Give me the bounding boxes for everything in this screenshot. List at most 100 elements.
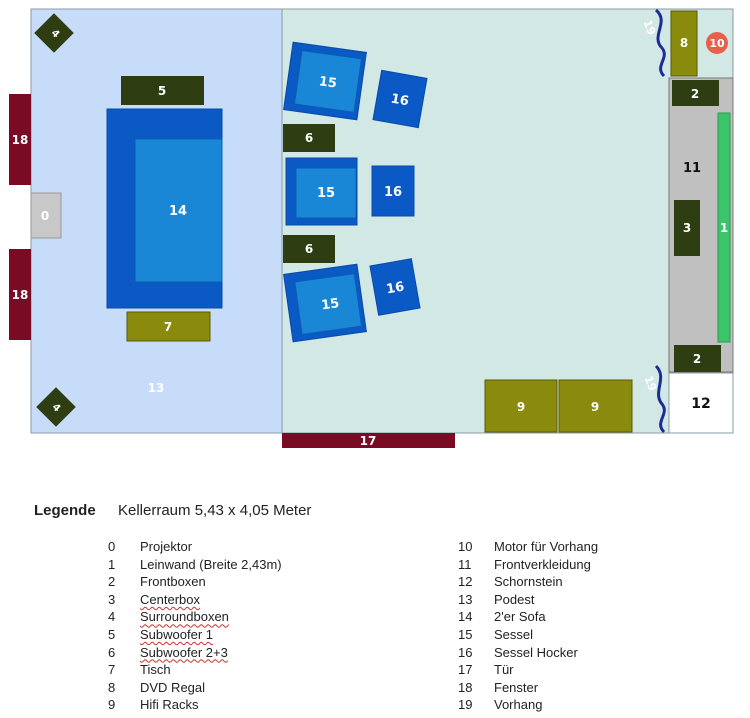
legend-item-text: Hifi Racks [140,697,199,713]
legend-item-text: Podest [494,591,535,607]
legend-item-number: 14 [458,609,473,625]
legend-item-number: 1 [108,556,116,572]
chimney [668,372,734,434]
legend-item-number: 6 [108,644,116,660]
curtain-bottom [654,364,666,434]
chair-1-seat [293,49,363,113]
window-top [9,94,31,185]
sofa-label: 14 [169,204,187,219]
subwoofer-3-label: 6 [305,242,313,256]
ottoman-3: 16 [369,258,421,316]
legend-item-text: Subwoofer 1 [140,626,213,642]
legend-item-number: 16 [458,644,473,660]
legend-item-number: 2 [108,574,116,590]
legend-item-text: Frontboxen [140,574,206,590]
legend-subtitle: Kellerraum 5,43 x 4,05 Meter [118,502,312,519]
legend-item-text: Sessel [494,626,534,642]
table-label: 7 [164,320,172,334]
legend-item-number: 17 [458,662,473,678]
legend-item-text: Schornstein [494,574,563,590]
ottoman-2: 16 [371,165,415,217]
ottoman-2-box [371,165,415,217]
legend-item: 16 Sessel Hocker [458,644,738,662]
legend-item: 18 Fenster [458,679,738,697]
chimney-label: 12 [691,396,710,412]
legend-item: 1 Leinwand (Breite 2,43m) [108,556,408,574]
legend-item: 15 Sessel [458,626,738,644]
chair-1-label: 15 [318,74,338,91]
legend-item-text: Projektor [140,539,193,554]
legend-column-left: 0 Projektor 1 Leinwand (Breite 2,43m) 2 Fro… [108,538,408,714]
dvd-shelf-label: 8 [680,36,688,50]
ottoman-1-box [372,69,428,129]
chair-2: 15 [285,157,358,226]
legend-item: 3 Centerbox [108,591,408,609]
hifi-rack-1-label: 9 [517,400,525,414]
centerbox [674,200,700,256]
projector-label: 0 [41,209,49,223]
podest-label: 13 [148,381,165,395]
legend-item-number: 13 [458,591,473,607]
sofa-seat [134,138,223,283]
legend-item: 0 Projektor [108,538,408,556]
curtain-bottom-label: 19 [642,374,659,393]
legend-item-number: 18 [458,679,473,695]
curtain-top-label: 19 [641,18,658,37]
frontbox-top [672,80,719,106]
legend-item-text: Surroundboxen [140,609,229,625]
subwoofer-1-label: 5 [158,84,166,98]
hifi-rack-2 [558,379,633,433]
ottoman-1-label: 16 [390,92,410,110]
ottoman-2-label: 16 [384,185,402,200]
legend-item: 19 Vorhang [458,696,738,714]
legend-item-text: Vorhang [494,697,543,713]
chair-3-seat [294,273,363,336]
legend-item-text: Centerbox [140,591,200,607]
screen [717,112,731,343]
legend-item: 17 Tür [458,661,738,679]
chair-3: 15 [283,263,367,343]
legend-item-text: Tür [494,662,514,678]
window-top-label: 18 [12,133,29,147]
legend-item-text: Motor für Vorhang [494,539,599,554]
legend-item-number: 0 [108,539,116,554]
ottoman-3-label: 16 [385,280,405,298]
frontbox-bottom-label: 2 [693,352,701,366]
centerbox-label: 3 [683,221,691,235]
legend-item: 13 Podest [458,591,738,609]
motor-label: 10 [709,37,725,50]
legend-item-number: 9 [108,697,116,713]
curtain-top [654,8,666,78]
legend-item-number: 15 [458,626,473,642]
projector [30,192,62,239]
door [282,433,455,448]
legend-item: 14 2'er Sofa [458,608,738,626]
legend-item: 9 Hifi Racks [108,696,408,714]
chair-1: 15 [283,41,367,121]
window-bottom-label: 18 [12,288,29,302]
legend-item-text: Leinwand (Breite 2,43m) [140,556,282,572]
ottoman-1: 16 [372,69,428,129]
legend-item-text: 2'er Sofa [494,609,546,625]
curtain-motor [706,32,728,54]
legend-item-number: 11 [458,556,472,572]
legend-item-text: Fenster [494,679,539,695]
legend-item-number: 19 [458,697,473,713]
legend-item-text: Sessel Hocker [494,644,578,660]
floor-plan: 12 11 1 2 2 3 8 10 19 19 9 9 17 18 18 0 … [9,8,734,448]
chair-3-label: 15 [320,296,340,313]
chair-2-label: 15 [317,186,335,201]
table [126,311,211,342]
frontbox-top-label: 2 [691,87,699,101]
legend-item-text: DVD Regal [140,679,206,695]
legend-item-number: 3 [108,591,116,607]
